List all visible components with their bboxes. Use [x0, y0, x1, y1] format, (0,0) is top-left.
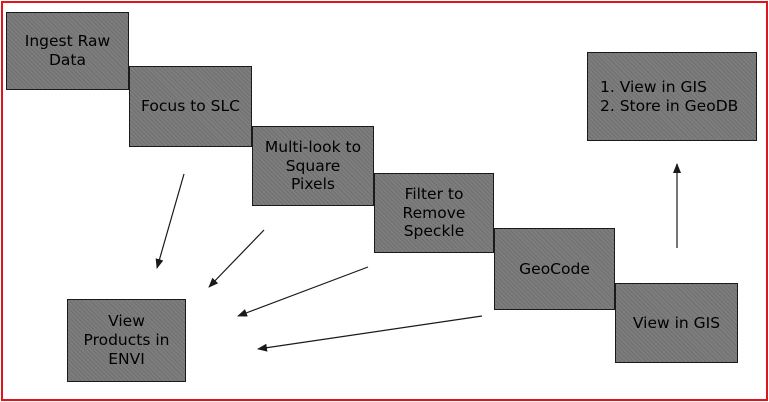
arrow-multilook-to-envi [208, 229, 265, 288]
arrow-geocode-to-envi [257, 315, 483, 352]
step-filter-speckle: Filter to Remove Speckle [374, 173, 494, 253]
arrow-filter-to-envi [237, 266, 369, 317]
step-geocode: GeoCode [494, 228, 615, 310]
step-focus-to-slc: Focus to SLC [129, 66, 252, 147]
output-gis-store-geodb: 1. View in GIS 2. Store in GeoDB [587, 52, 757, 141]
step-ingest-raw-data: Ingest Raw Data [6, 12, 129, 90]
step-view-in-gis: View in GIS [615, 283, 738, 363]
step-multi-look: Multi-look to Square Pixels [252, 126, 374, 206]
output-view-products-envi: View Products in ENVI [67, 299, 186, 382]
arrow-focus-to-envi [155, 173, 185, 269]
